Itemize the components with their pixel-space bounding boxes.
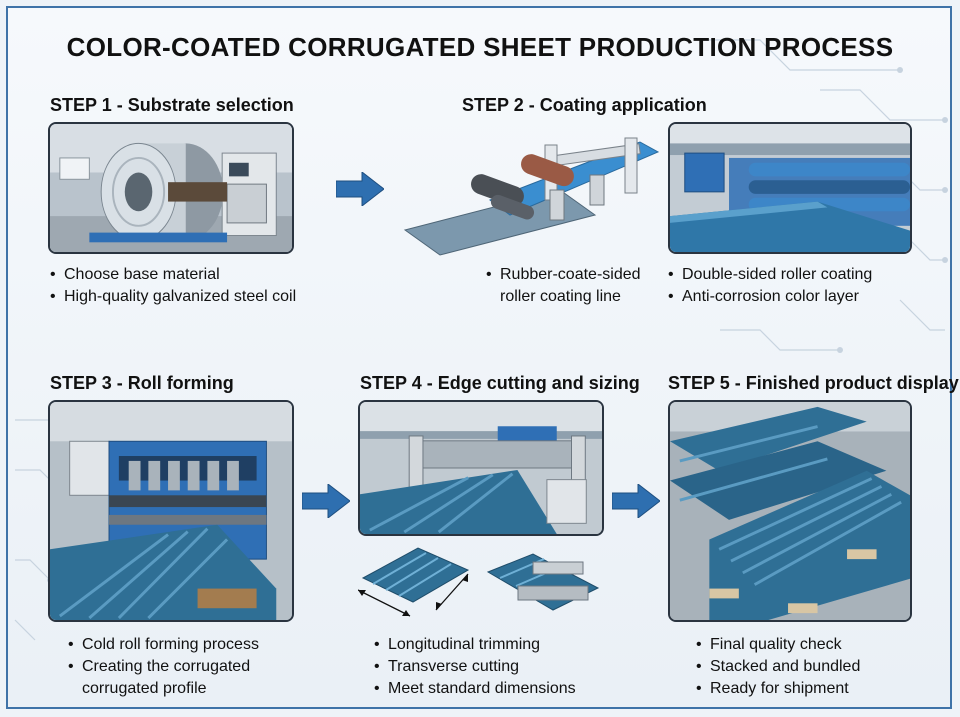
steel-coil-photo (48, 122, 294, 254)
step-4-bullet: Transverse cutting (374, 656, 576, 678)
arrow-right-icon (612, 484, 660, 518)
step-4-bullet: Longitudinal trimming (374, 634, 576, 656)
step-2-bullet: Rubber-coate-sided (486, 264, 641, 286)
arrow-right-icon (336, 172, 384, 206)
step-5-heading: STEP 5 - Finished product display (668, 373, 959, 393)
step-5-bullet: Stacked and bundled (696, 656, 860, 678)
stacked-sheets-photo (668, 400, 912, 622)
step-2-bullet-cont: roller coating line (500, 288, 621, 305)
step-2-bullets-left: Rubber-coate-sided roller coating line (486, 264, 641, 308)
sheet-cutting-diagram (358, 547, 600, 617)
step-4-heading: STEP 4 - Edge cutting and sizing (360, 373, 640, 393)
roll-forming-machine-photo (48, 400, 294, 622)
step-1-bullet: Choose base material (50, 264, 296, 286)
step-1-bullets: Choose base material High-quality galvan… (50, 264, 296, 308)
step-2-bullets-right: Double-sided roller coating Anti-corrosi… (668, 264, 872, 308)
step-3-bullet-cont: corrugated profile (82, 680, 207, 697)
step-3-bullet: Cold roll forming process (68, 634, 259, 656)
step-2-bullet: Anti-corrosion color layer (668, 286, 872, 308)
page-title: COLOR-COATED CORRUGATED SHEET PRODUCTION… (66, 32, 894, 62)
step-3-heading: STEP 3 - Roll forming (50, 373, 234, 393)
step-5-bullet: Ready for shipment (696, 678, 860, 700)
step-5-bullets: Final quality check Stacked and bundled … (696, 634, 860, 700)
step-1-bullet: High-quality galvanized steel coil (50, 286, 296, 308)
coating-line-photo (668, 122, 912, 254)
step-3-bullet: Creating the corrugated (68, 656, 259, 678)
arrow-right-icon (302, 484, 350, 518)
step-5-bullet: Final quality check (696, 634, 860, 656)
step-4-bullet: Meet standard dimensions (374, 678, 576, 700)
step-4-bullets: Longitudinal trimming Transverse cutting… (374, 634, 576, 700)
step-2-heading: STEP 2 - Coating application (462, 95, 707, 115)
step-2-bullet: Double-sided roller coating (668, 264, 872, 286)
step-3-bullets: Cold roll forming process Creating the c… (68, 634, 259, 700)
step-1-heading: STEP 1 - Substrate selection (50, 95, 294, 115)
roller-coating-line (403, 137, 660, 256)
cutting-machine-photo (358, 400, 604, 536)
